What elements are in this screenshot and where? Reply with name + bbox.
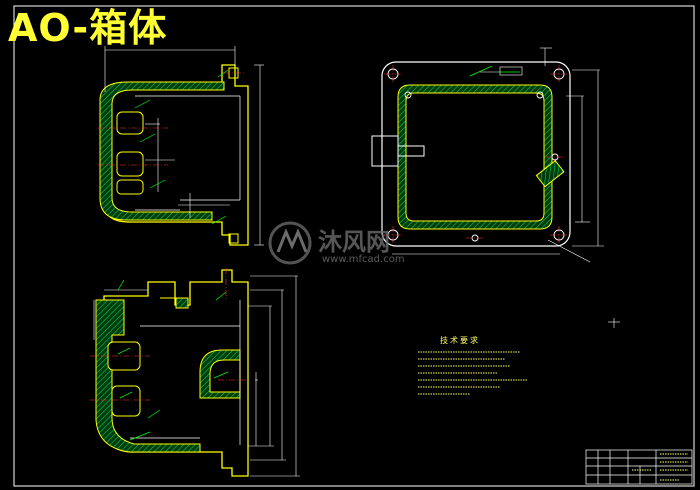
top-view-bolt-holes: [387, 68, 565, 242]
drawing-title: AO-箱体: [8, 6, 168, 50]
top-view: [371, 47, 604, 263]
drawing-frame: [13, 5, 695, 487]
watermark-brand: 沐风网: [318, 228, 390, 256]
front-view-wall-hatch: [99, 81, 225, 221]
front-view-leaders: [134, 69, 229, 225]
side-view-dimensions: [93, 275, 300, 477]
top-view-wall-hatch: [397, 84, 553, 230]
technical-notes-lines: [418, 351, 528, 395]
technical-requirements-heading: 技术要求: [440, 336, 480, 345]
watermark-url: www.mfcad.com: [322, 254, 405, 265]
watermark-logo: [268, 221, 312, 265]
top-view-outer-flange: [381, 61, 571, 247]
front-view-pocket-upper: [116, 111, 144, 135]
side-section-view: [90, 268, 300, 477]
side-view-wall-hatch: [95, 299, 201, 453]
title-block: [585, 449, 693, 485]
front-view-dimensions: [104, 46, 264, 246]
front-section-view: [98, 46, 264, 246]
top-view-dimensions: [392, 47, 604, 263]
front-view-pocket-middle: [116, 151, 144, 177]
front-view-pocket-lower: [116, 179, 144, 195]
